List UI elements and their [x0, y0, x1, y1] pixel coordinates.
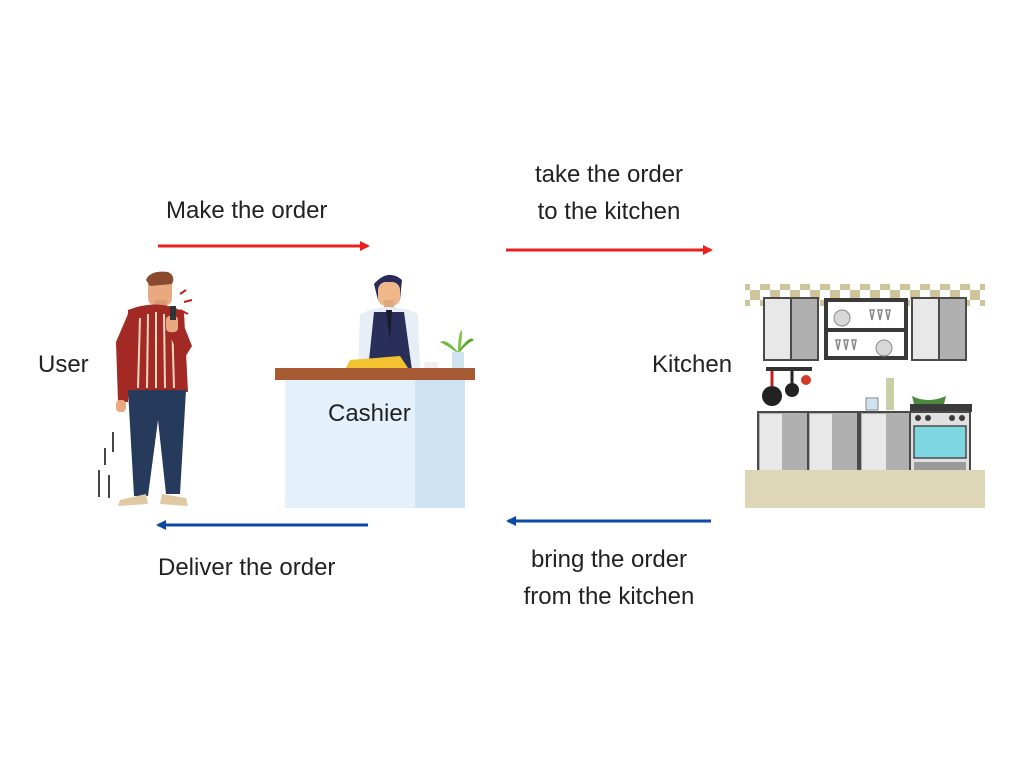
bring-order-line-1: bring the order	[530, 546, 688, 573]
take-order-line-2: to the kitchen	[537, 198, 681, 225]
cashier-label: Cashier	[328, 400, 411, 427]
kitchen-icon	[745, 284, 985, 508]
take-order-line-1: take the order	[534, 161, 684, 188]
kitchen-label: Kitchen	[652, 351, 733, 378]
user-icon	[98, 271, 193, 506]
user-label: User	[38, 351, 89, 378]
make-order-label: Make the order	[166, 197, 328, 224]
take-order-label: take the order to the kitchen	[509, 156, 709, 230]
cashier-icon	[275, 274, 475, 508]
bring-order-line-2: from the kitchen	[523, 583, 695, 610]
deliver-order-label: Deliver the order	[158, 554, 336, 581]
bring-order-label: bring the order from the kitchen	[504, 541, 714, 615]
